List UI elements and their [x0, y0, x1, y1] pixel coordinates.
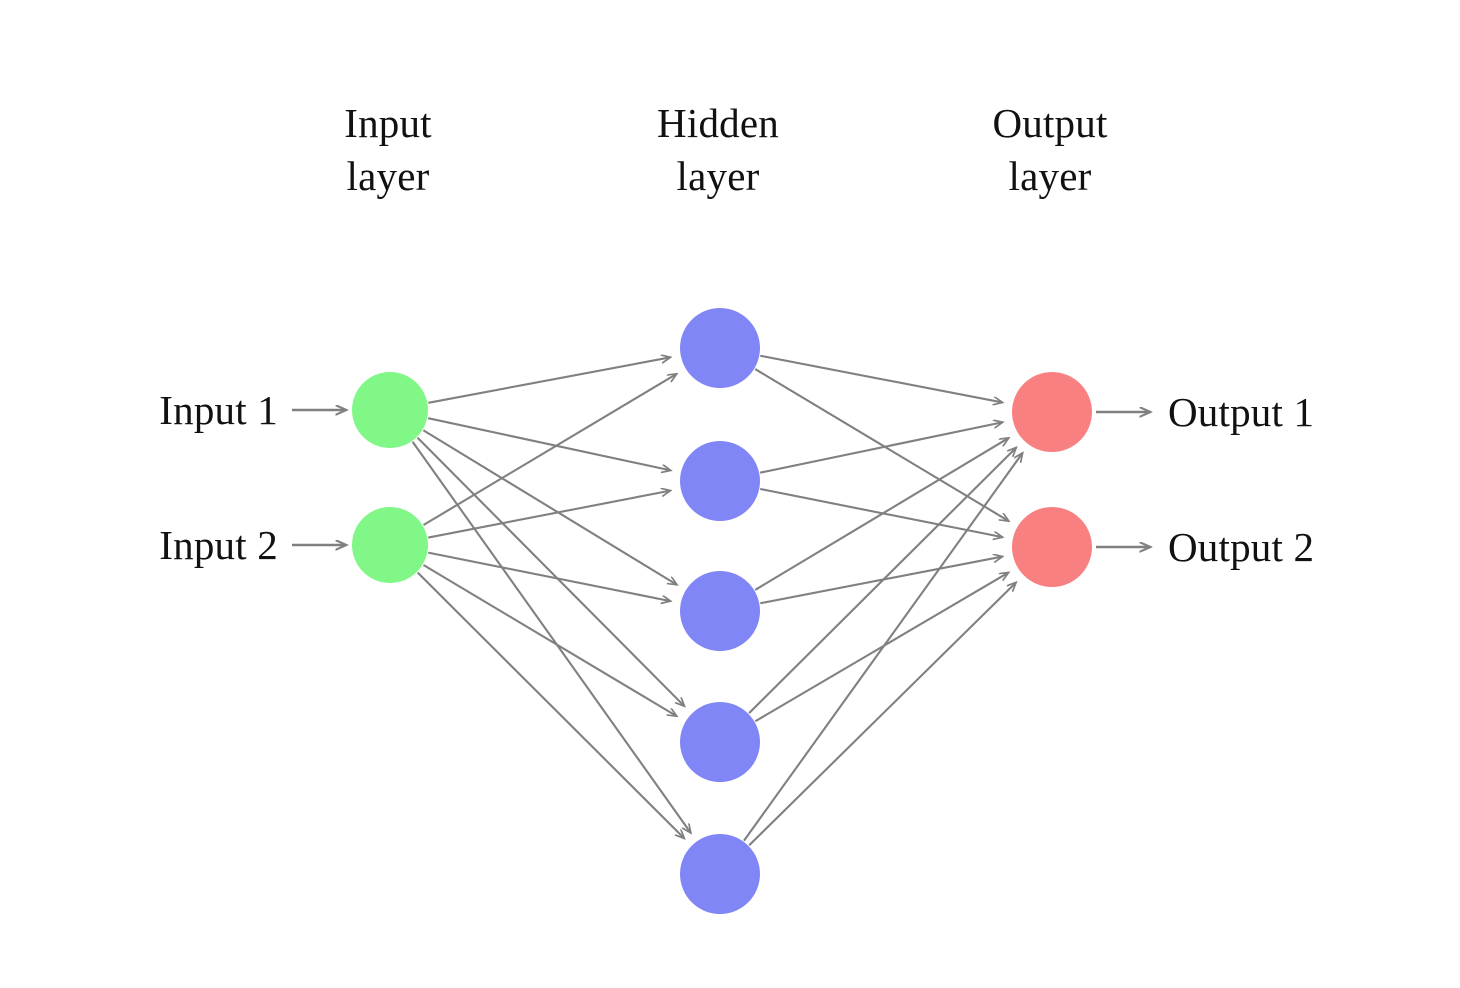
edge-h1-o2 [754, 368, 1009, 521]
edge-i1-h4 [416, 436, 684, 707]
hidden-to-output-edges [743, 354, 1023, 846]
edge-h1-o1 [760, 354, 1002, 403]
layer-title-output-line1: Output [992, 100, 1108, 146]
input-label-1: Input 1 [159, 387, 278, 433]
output-label-1: Output 1 [1168, 389, 1314, 435]
hidden-node-h1[interactable] [680, 308, 760, 388]
edge-i2-h1 [422, 374, 676, 526]
edge-h2-o1 [759, 422, 1002, 474]
input-node-i2[interactable] [352, 507, 428, 583]
input-node-i1[interactable] [352, 372, 428, 448]
edge-i2-h5 [416, 571, 685, 839]
hidden-node-h3[interactable] [680, 571, 760, 651]
output-node-o2[interactable] [1012, 507, 1092, 587]
hidden-node-h2[interactable] [680, 441, 760, 521]
edge-i1-h1 [428, 357, 670, 404]
edge-i2-h2 [428, 491, 670, 539]
edge-i2-h3 [428, 551, 670, 601]
layer-title-hidden-line1: Hidden [657, 100, 779, 146]
edge-h5-o2 [748, 582, 1016, 846]
edge-h5-o1 [743, 453, 1023, 842]
edge-h3-o2 [760, 557, 1002, 605]
edge-i2-h4 [422, 564, 676, 716]
edge-i1-h5 [411, 441, 691, 833]
output-label-2: Output 2 [1168, 524, 1314, 570]
output-node-o1[interactable] [1012, 372, 1092, 452]
input-label-2: Input 2 [159, 522, 278, 568]
input-to-hidden-edges [411, 357, 691, 839]
edge-i1-h2 [427, 417, 671, 470]
io-labels-group: Input 1 Input 2 Output 1 Output 2 [159, 387, 1314, 570]
hidden-layer-nodes [680, 308, 760, 914]
hidden-node-h5[interactable] [680, 834, 760, 914]
layer-title-output-line2: layer [1009, 153, 1092, 199]
edge-i1-h3 [422, 429, 677, 584]
layer-titles-group: Input layer Hidden layer Output layer [344, 100, 1108, 199]
edge-h3-o1 [754, 438, 1009, 591]
layer-title-input-line2: layer [347, 153, 430, 199]
hidden-node-h4[interactable] [680, 702, 760, 782]
layer-title-hidden-line2: layer [677, 153, 760, 199]
layer-title-input-line1: Input [344, 100, 432, 146]
input-layer-nodes [352, 372, 428, 583]
edge-h4-o1 [748, 448, 1016, 714]
output-layer-nodes [1012, 372, 1092, 587]
io-arrows-group [292, 410, 1150, 547]
